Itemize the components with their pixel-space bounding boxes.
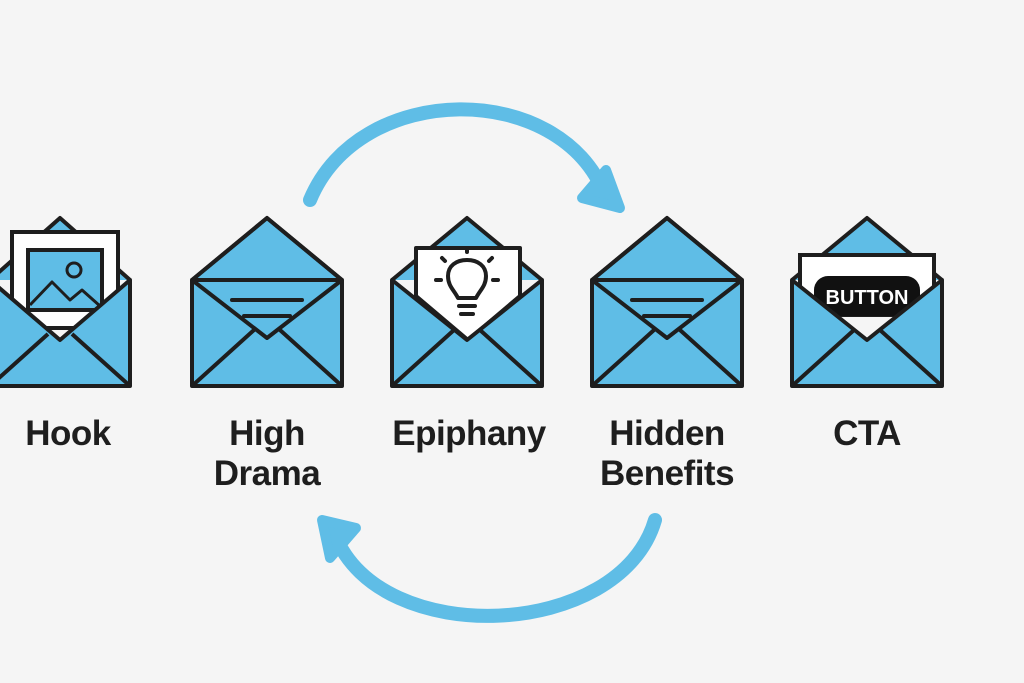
label-line: Hidden bbox=[609, 414, 725, 453]
label-line: Epiphany bbox=[392, 414, 546, 453]
cta-button-text: BUTTON bbox=[826, 287, 909, 309]
hidden-benefits-envelope-icon bbox=[590, 216, 744, 388]
cta-envelope-icon: BUTTON bbox=[790, 216, 944, 388]
step-label-epiphany: Epiphany bbox=[369, 414, 569, 454]
high-drama-envelope-icon bbox=[190, 216, 344, 388]
hook-envelope-icon bbox=[0, 216, 132, 388]
label-line: High bbox=[229, 414, 305, 453]
step-label-high-drama: High Drama bbox=[167, 414, 367, 494]
step-label-cta: CTA bbox=[767, 414, 967, 454]
epiphany-envelope-icon bbox=[390, 216, 544, 388]
lightbulb-icon bbox=[434, 248, 500, 316]
label-line: CTA bbox=[833, 414, 901, 453]
cta-button-shape bbox=[814, 276, 920, 316]
top-cycle-arrow-icon bbox=[303, 102, 625, 213]
step-label-hidden-benefits: Hidden Benefits bbox=[567, 414, 767, 494]
bottom-cycle-arrow-icon bbox=[317, 513, 662, 623]
label-line: Hook bbox=[25, 414, 111, 453]
label-line: Drama bbox=[213, 454, 321, 493]
label-line: Benefits bbox=[599, 454, 735, 493]
step-label-hook: Hook bbox=[0, 414, 168, 454]
